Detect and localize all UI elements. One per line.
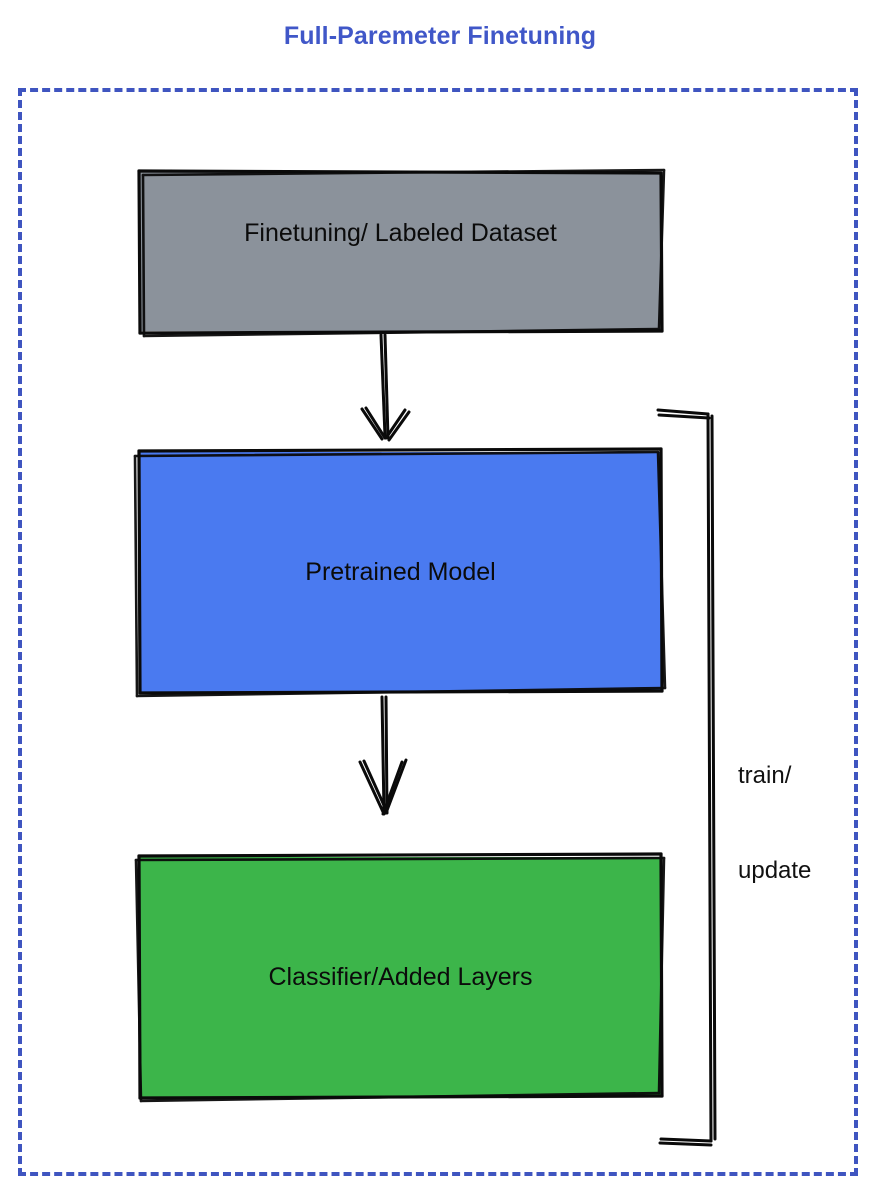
page-title: Full-Paremeter Finetuning (283, 22, 597, 50)
node-label-dataset: Finetuning/ Labeled Dataset (244, 219, 557, 247)
node-finetuning-labeled-dataset[interactable]: Finetuning/ Labeled Dataset (140, 172, 661, 331)
edge-label-line-2: update (738, 857, 812, 885)
edge-label-line-1: train/ (738, 762, 792, 790)
node-pretrained-model[interactable]: Pretrained Model (140, 452, 661, 692)
node-classifier-added-layers[interactable]: Classifier/Added Layers (140, 857, 661, 1097)
edge-label-train-update: train/ update (738, 697, 811, 950)
diagram-outer-frame (18, 88, 858, 1176)
node-label-pretrained: Pretrained Model (305, 557, 496, 586)
node-label-classifier: Classifier/Added Layers (268, 962, 533, 991)
